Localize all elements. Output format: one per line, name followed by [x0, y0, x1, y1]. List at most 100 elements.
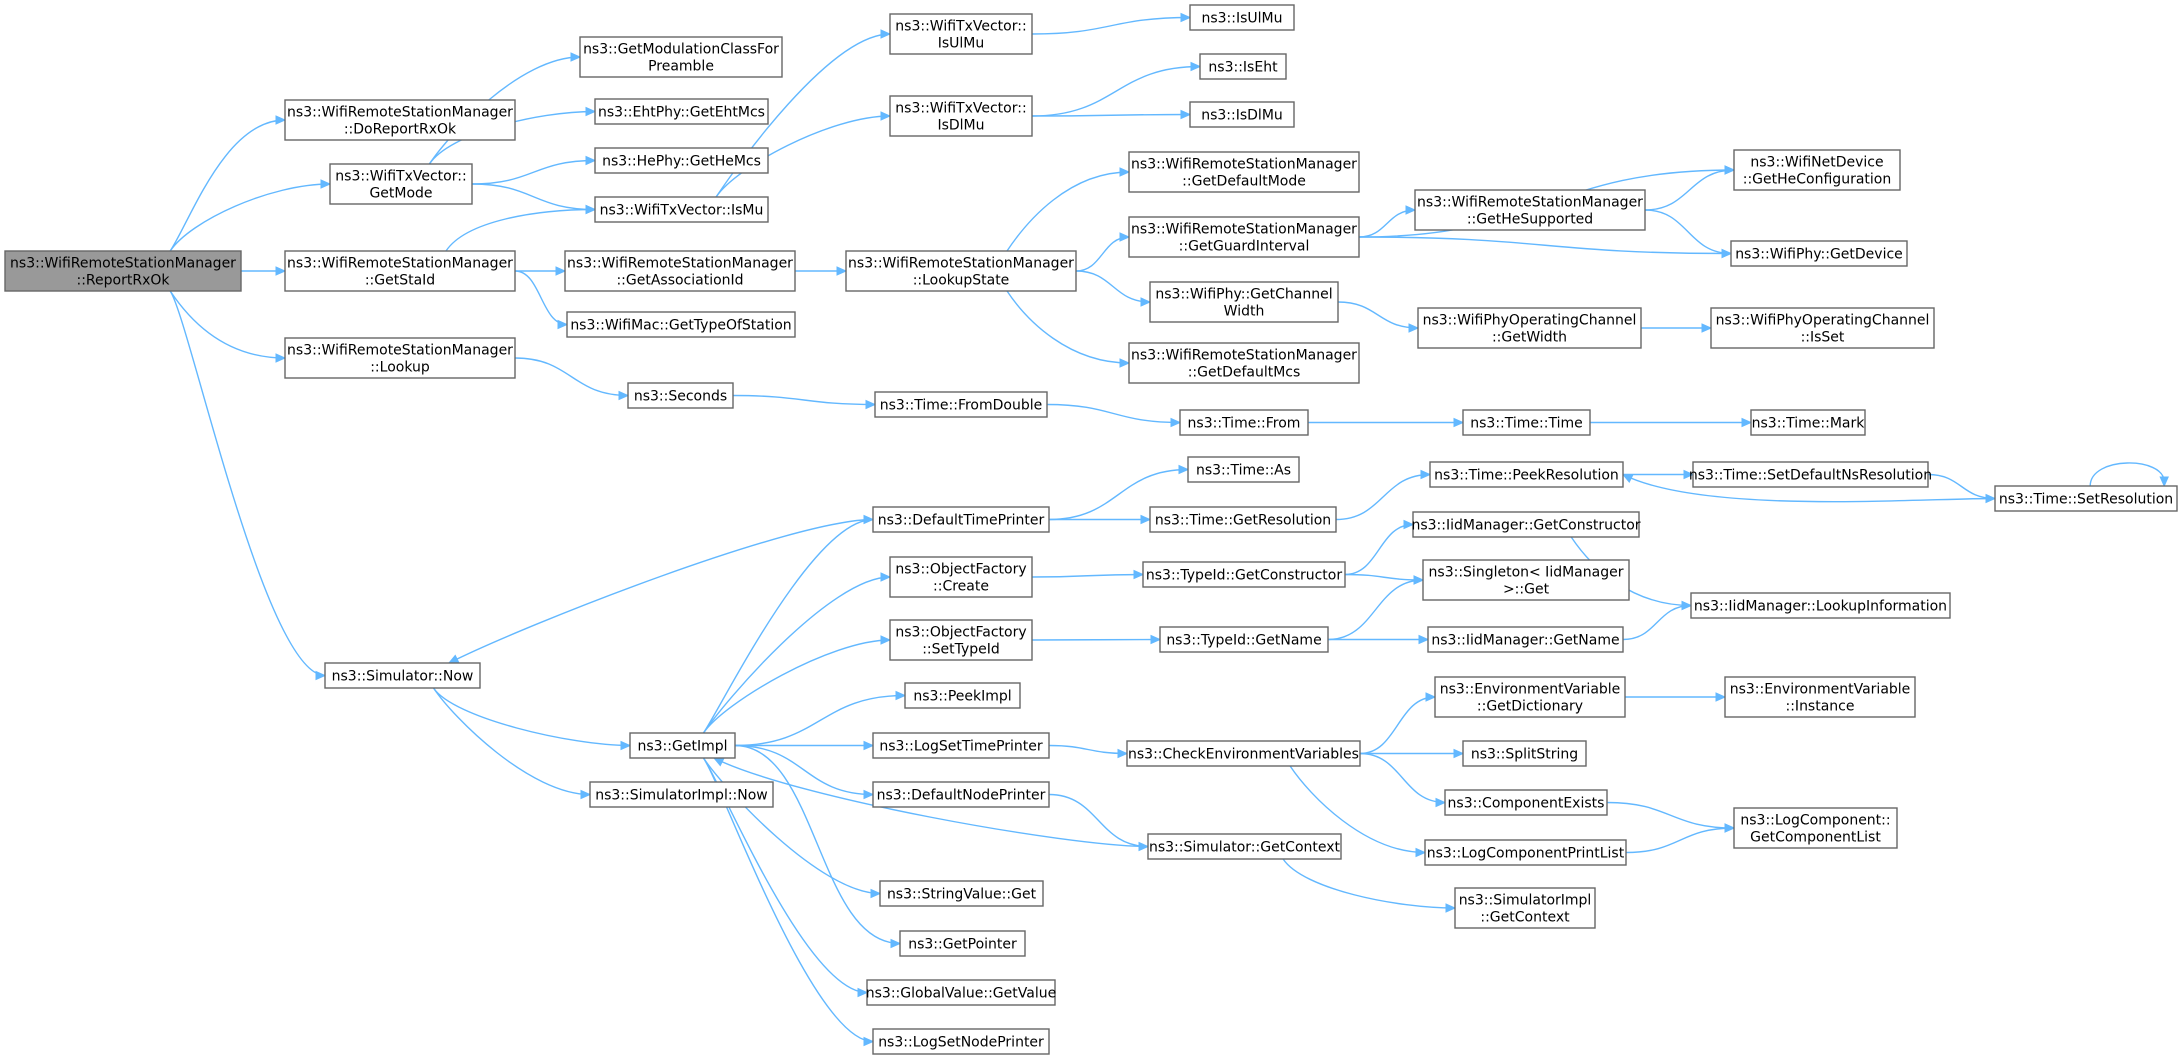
edge-line	[1927, 473, 1996, 500]
edge-line	[432, 687, 591, 796]
node-label: ns3::IsDlMu	[1201, 108, 1283, 124]
edge-line	[1622, 473, 1996, 503]
node-env-instance[interactable]: ns3::EnvironmentVariable::Instance	[1724, 676, 1916, 718]
edge-arrowhead	[870, 888, 882, 899]
node-simimpl-get-context[interactable]: ns3::SimulatorImpl::GetContext	[1454, 887, 1596, 929]
node-is-ul-mu[interactable]: ns3::IsUlMu	[1189, 4, 1295, 31]
edge-arrowhead	[865, 399, 877, 410]
node-time-mark[interactable]: ns3::Time::Mark	[1750, 409, 1866, 436]
edge-line	[1048, 793, 1149, 848]
node-get-he-mcs[interactable]: ns3::HePhy::GetHeMcs	[594, 147, 769, 174]
node-time-as[interactable]: ns3::Time::As	[1187, 456, 1300, 483]
node-label: ns3::LogSetNodePrinter	[878, 1035, 1044, 1051]
edge-line	[1282, 858, 1456, 909]
node-typeid-get-name[interactable]: ns3::TypeId::GetName	[1159, 626, 1329, 653]
node-typeid-get-constructor[interactable]: ns3::TypeId::GetConstructor	[1142, 561, 1346, 588]
edge-line	[1075, 236, 1130, 272]
node-peek-impl[interactable]: ns3::PeekImpl	[904, 682, 1021, 709]
node-box	[1199, 53, 1287, 80]
node-default-node-printer[interactable]: ns3::DefaultNodePrinter	[872, 781, 1050, 808]
node-object-factory-create[interactable]: ns3::ObjectFactory::Create	[889, 556, 1033, 598]
node-opchan-get-width[interactable]: ns3::WifiPhyOperatingChannel::GetWidth	[1417, 307, 1642, 349]
node-check-env-vars[interactable]: ns3::CheckEnvironmentVariables	[1126, 740, 1361, 767]
node-log-set-node-printer[interactable]: ns3::LogSetNodePrinter	[872, 1028, 1050, 1055]
edge-arrowhead	[555, 266, 567, 276]
node-log-component-print-list[interactable]: ns3::LogComponentPrintList	[1424, 839, 1627, 866]
node-time-set-default-ns-res[interactable]: ns3::Time::SetDefaultNsResolution	[1689, 461, 1932, 488]
node-default-time-printer[interactable]: ns3::DefaultTimePrinter	[872, 506, 1050, 533]
node-report-rx-ok[interactable]: ns3::WifiRemoteStationManager::ReportRxO…	[4, 250, 242, 292]
edge-component_exists-to-log_component_get_list	[1606, 801, 1736, 833]
node-get-default-mcs[interactable]: ns3::WifiRemoteStationManager::GetDefaul…	[1128, 342, 1360, 384]
node-seconds[interactable]: ns3::Seconds	[627, 382, 734, 409]
node-netdev-get-he-config[interactable]: ns3::WifiNetDevice::GetHeConfiguration	[1733, 149, 1901, 191]
node-component-exists[interactable]: ns3::ComponentExists	[1444, 789, 1608, 816]
node-lookup[interactable]: ns3::WifiRemoteStationManager::Lookup	[284, 337, 516, 379]
node-lookup-state[interactable]: ns3::WifiRemoteStationManager::LookupSta…	[845, 250, 1077, 292]
node-get-he-supported[interactable]: ns3::WifiRemoteStationManager::GetHeSupp…	[1414, 189, 1646, 231]
edge-get_impl-to-log_set_time_printer	[735, 740, 875, 751]
edge-arrowhead	[585, 106, 597, 117]
edge-typeid_get_name-to-singleton_get	[1327, 575, 1425, 641]
edge-arrowhead	[1741, 417, 1753, 428]
node-simulator-get-context[interactable]: ns3::Simulator::GetContext	[1147, 833, 1342, 860]
node-is-mu[interactable]: ns3::WifiTxVector::IsMu	[594, 196, 769, 223]
edge-get_guard_interval-to-get_he_supported	[1358, 205, 1417, 238]
node-get-eht-mcs[interactable]: ns3::EhtPhy::GetEhtMcs	[594, 98, 769, 125]
node-get-sta-id[interactable]: ns3::WifiRemoteStationManager::GetStaId	[284, 250, 516, 292]
call-graph-edges	[169, 12, 2169, 1047]
node-iid-get-name[interactable]: ns3::IidManager::GetName	[1427, 626, 1624, 653]
node-get-mode[interactable]: ns3::WifiTxVector::GetMode	[329, 163, 473, 205]
edge-iid_get_name-to-iid_lookup_info	[1622, 600, 1693, 641]
node-iid-lookup-info[interactable]: ns3::IidManager::LookupInformation	[1690, 592, 1951, 619]
node-string-value-get[interactable]: ns3::StringValue::Get	[879, 880, 1044, 907]
node-box	[866, 979, 1056, 1006]
node-wifiphy-get-device[interactable]: ns3::WifiPhy::GetDevice	[1730, 240, 1908, 267]
node-is-eht[interactable]: ns3::IsEht	[1199, 53, 1287, 80]
node-global-value-get[interactable]: ns3::GlobalValue::GetValue	[866, 979, 1056, 1006]
node-singleton-get[interactable]: ns3::Singleton< IidManager>::Get	[1422, 559, 1630, 601]
node-label: ns3::WifiRemoteStationManager	[567, 256, 793, 272]
node-time-peek-resolution[interactable]: ns3::Time::PeekResolution	[1429, 461, 1624, 488]
node-time-time[interactable]: ns3::Time::Time	[1462, 409, 1591, 436]
edge-simulator_now-to-simimpl_now	[432, 687, 592, 800]
node-get-default-mode[interactable]: ns3::WifiRemoteStationManager::GetDefaul…	[1128, 151, 1360, 193]
node-get-pointer[interactable]: ns3::GetPointer	[899, 930, 1026, 957]
node-time-from-double[interactable]: ns3::Time::FromDouble	[874, 391, 1048, 418]
edge-arrowhead	[275, 353, 287, 363]
node-simimpl-now[interactable]: ns3::SimulatorImpl::Now	[589, 781, 774, 808]
edge-arrowhead	[557, 319, 569, 330]
node-do-report-rx-ok[interactable]: ns3::WifiRemoteStationManager::DoReportR…	[284, 99, 516, 141]
edge-arrowhead	[890, 938, 902, 949]
edge-arrowhead	[1119, 232, 1131, 242]
node-env-get-dictionary[interactable]: ns3::EnvironmentVariable::GetDictionary	[1434, 676, 1626, 718]
node-simulator-now[interactable]: ns3::Simulator::Now	[324, 662, 481, 689]
node-object-factory-settypeid[interactable]: ns3::ObjectFactory::SetTypeId	[889, 619, 1033, 661]
node-log-component-get-list[interactable]: ns3::LogComponent::GetComponentList	[1733, 807, 1898, 849]
node-time-from[interactable]: ns3::Time::From	[1179, 409, 1309, 436]
edge-arrowhead	[1180, 12, 1192, 23]
node-label: ns3::ObjectFactory	[895, 562, 1026, 578]
edge-arrowhead	[585, 155, 597, 166]
node-time-get-resolution[interactable]: ns3::Time::GetResolution	[1149, 506, 1337, 533]
node-get-type-of-station[interactable]: ns3::WifiMac::GetTypeOfStation	[566, 311, 796, 338]
edge-arrowhead	[1415, 847, 1427, 858]
node-get-impl[interactable]: ns3::GetImpl	[629, 732, 736, 759]
edge-arrowhead	[275, 115, 287, 125]
node-txv-is-ul-mu[interactable]: ns3::WifiTxVector::IsUlMu	[889, 13, 1033, 55]
node-is-dl-mu[interactable]: ns3::IsDlMu	[1189, 101, 1295, 128]
node-txv-is-dl-mu[interactable]: ns3::WifiTxVector::IsDlMu	[889, 95, 1033, 137]
node-split-string[interactable]: ns3::SplitString	[1462, 740, 1587, 767]
node-iid-get-constructor[interactable]: ns3::IidManager::GetConstructor	[1411, 511, 1641, 538]
edge-txv_is_dl_mu-to-is_eht	[1031, 61, 1202, 117]
node-box	[1159, 626, 1329, 653]
node-box	[1189, 101, 1295, 128]
node-get-assoc-id[interactable]: ns3::WifiRemoteStationManager::GetAssoci…	[564, 250, 796, 292]
node-box	[1142, 561, 1346, 588]
node-time-set-resolution[interactable]: ns3::Time::SetResolution	[1994, 485, 2178, 512]
node-get-guard-interval[interactable]: ns3::WifiRemoteStationManager::GetGuardI…	[1128, 216, 1360, 258]
node-opchan-is-set[interactable]: ns3::WifiPhyOperatingChannel::IsSet	[1710, 307, 1935, 349]
node-log-set-time-printer[interactable]: ns3::LogSetTimePrinter	[872, 732, 1050, 759]
